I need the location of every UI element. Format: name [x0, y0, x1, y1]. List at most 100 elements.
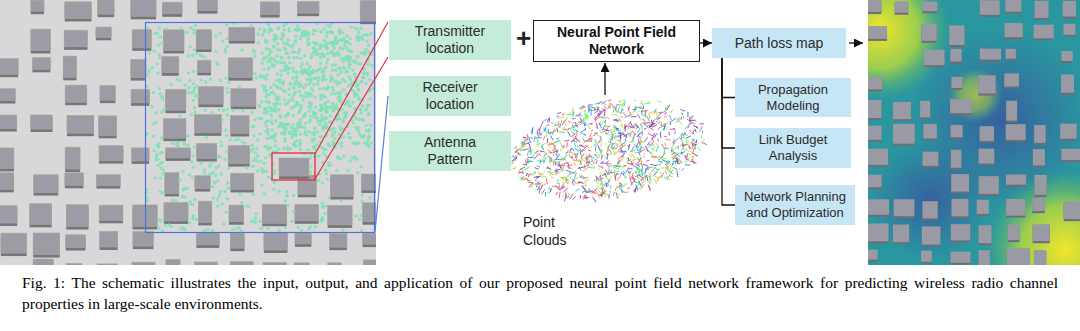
receiver-point — [360, 165, 363, 168]
receiver-point — [160, 95, 163, 98]
receiver-point — [364, 124, 367, 127]
heat-hot — [985, 170, 1080, 265]
receiver-point — [291, 123, 294, 126]
receiver-point — [227, 81, 230, 84]
receiver-point — [274, 34, 277, 37]
cloud-point — [520, 149, 527, 150]
cloud-point — [563, 145, 564, 149]
cloud-point — [685, 164, 690, 165]
building-roof — [166, 89, 186, 110]
receiver-point — [292, 86, 295, 89]
cloud-point — [611, 129, 613, 131]
receiver-point — [313, 127, 316, 130]
receiver-point — [320, 107, 323, 110]
receiver-point — [361, 118, 364, 121]
receiver-point — [226, 107, 229, 110]
receiver-point — [354, 214, 357, 217]
receiver-point — [282, 80, 285, 83]
cloud-point — [622, 185, 625, 187]
cloud-point — [657, 101, 661, 102]
building-roof — [197, 60, 211, 72]
receiver-point — [295, 56, 298, 59]
receiver-point — [345, 58, 348, 61]
receiver-point — [286, 148, 289, 151]
receiver-point — [237, 138, 240, 141]
cloud-point — [556, 173, 559, 175]
receiver-point — [205, 136, 208, 139]
cloud-point — [571, 152, 577, 155]
receiver-point — [300, 84, 303, 87]
receiver-point — [274, 144, 277, 147]
receiver-point — [316, 82, 319, 85]
receiver-point — [309, 102, 312, 105]
cloud-point — [591, 190, 593, 193]
receiver-point — [343, 116, 346, 119]
building-roof — [950, 99, 972, 113]
cloud-point — [573, 125, 577, 127]
receiver-point — [192, 28, 195, 31]
cloud-point — [583, 118, 586, 119]
building-roof — [1061, 74, 1074, 92]
receiver-point — [224, 129, 227, 132]
building-roof — [360, 0, 376, 21]
receiver-point — [283, 61, 286, 64]
receiver-point — [268, 153, 271, 156]
building-roof — [951, 77, 962, 88]
receiver-point — [282, 24, 285, 27]
cloud-point — [574, 143, 576, 147]
receiver-point — [325, 35, 328, 38]
receiver-point — [295, 76, 298, 79]
building-roof — [66, 263, 82, 265]
receiver-point — [331, 102, 334, 105]
receiver-point — [204, 109, 207, 112]
cloud-point — [612, 134, 614, 136]
receiver-point — [159, 162, 162, 165]
receiver-point — [367, 113, 370, 116]
receiver-point — [265, 92, 268, 95]
cloud-point — [676, 172, 678, 177]
cloud-point — [559, 123, 561, 127]
receiver-point — [309, 170, 312, 173]
receiver-point — [295, 75, 298, 78]
receiver-point — [285, 64, 288, 67]
building-roof — [1034, 250, 1046, 265]
cloud-point — [574, 173, 576, 179]
receiver-point — [314, 106, 317, 109]
receiver-point — [324, 117, 327, 120]
building-roof — [100, 231, 118, 247]
receiver-point — [263, 107, 266, 110]
building-roof — [921, 251, 932, 262]
receiver-point — [266, 130, 269, 133]
receiver-point — [313, 137, 316, 140]
cloud-point — [573, 160, 579, 161]
receiver-point — [272, 57, 275, 60]
building-roof — [32, 58, 50, 70]
cloud-point — [572, 196, 575, 199]
receiver-point — [345, 46, 348, 49]
building-roof — [364, 260, 376, 265]
cloud-point — [611, 131, 614, 133]
receiver-point — [155, 155, 158, 158]
receiver-point — [274, 107, 277, 110]
receiver-point — [306, 43, 309, 46]
cloud-point — [546, 178, 547, 185]
cloud-point — [544, 152, 545, 155]
receiver-point — [195, 218, 198, 221]
receiver-point — [278, 108, 281, 111]
building-roof — [1064, 201, 1080, 219]
building-roof — [295, 233, 311, 244]
receiver-point — [255, 160, 258, 163]
receiver-point — [281, 32, 284, 35]
receiver-point — [157, 145, 160, 148]
cloud-point — [686, 150, 692, 152]
receiver-point — [355, 141, 358, 144]
cloud-point — [593, 109, 596, 110]
receiver-point — [209, 172, 212, 175]
cloud-point — [595, 139, 597, 144]
receiver-point — [348, 49, 351, 52]
receiver-point — [322, 27, 325, 30]
cloud-point — [666, 105, 669, 111]
cloud-point — [523, 137, 526, 138]
cloud-point — [559, 117, 562, 119]
cloud-point — [562, 113, 565, 115]
